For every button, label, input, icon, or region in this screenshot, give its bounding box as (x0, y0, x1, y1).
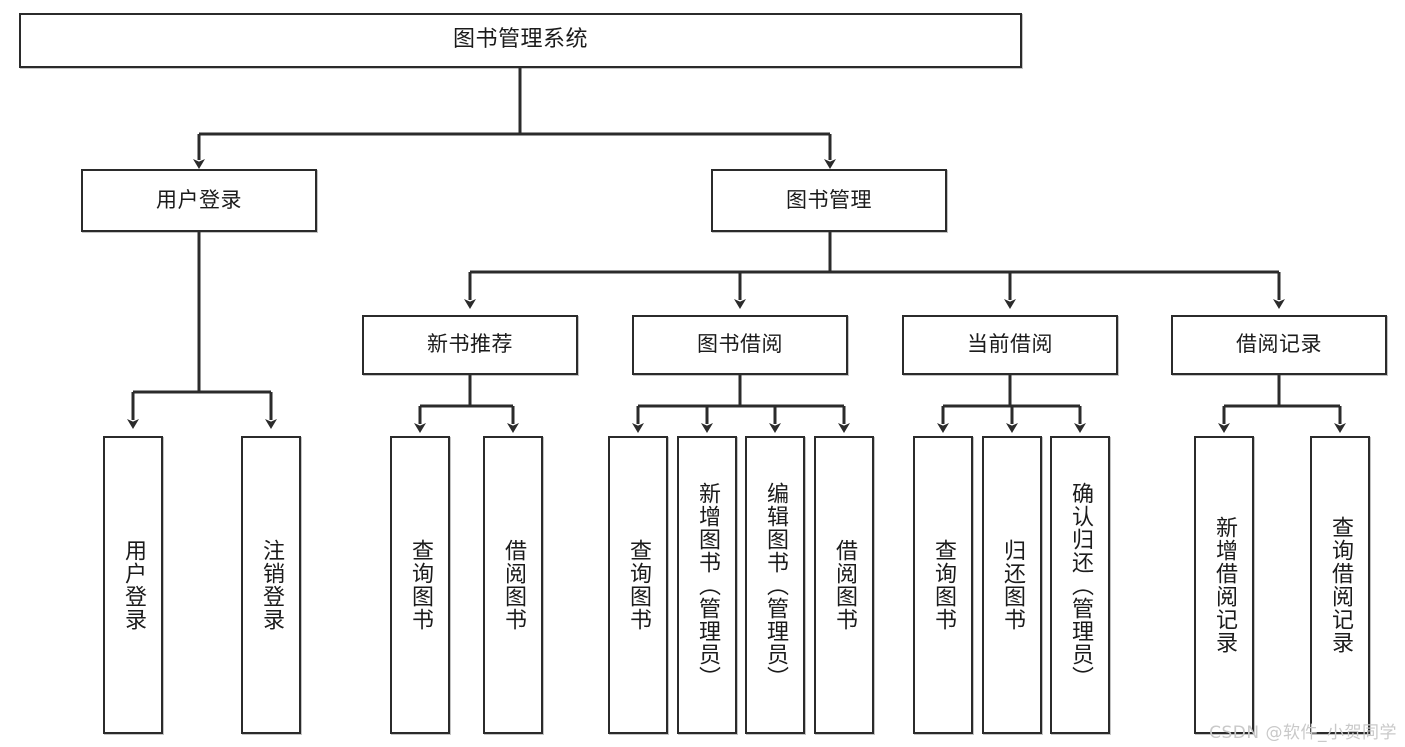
node-user-login-label: 用户登录 (156, 187, 242, 212)
node-leaf-add-book[interactable]: 新增图书（管理员） (677, 436, 737, 734)
node-new-book-rec-label: 新书推荐 (427, 332, 513, 357)
node-leaf-add-record-label: 新增借阅记录 (1211, 516, 1237, 654)
node-leaf-return-book[interactable]: 归还图书 (982, 436, 1042, 734)
node-root-label: 图书管理系统 (452, 27, 588, 53)
node-leaf-add-book-label: 新增图书（管理员） (694, 481, 720, 689)
node-leaf-logout-login-label: 注销登录 (258, 539, 284, 631)
node-new-book-rec[interactable]: 新书推荐 (362, 315, 578, 375)
node-borrow-record[interactable]: 借阅记录 (1171, 315, 1387, 375)
node-leaf-query-record[interactable]: 查询借阅记录 (1310, 436, 1370, 734)
node-leaf-borrow-book-2[interactable]: 借阅图书 (814, 436, 874, 734)
node-leaf-confirm-return-label: 确认归还（管理员） (1067, 481, 1093, 689)
node-leaf-query-book-1[interactable]: 查询图书 (390, 436, 450, 734)
node-current-borrow[interactable]: 当前借阅 (902, 315, 1118, 375)
node-leaf-query-book-2-label: 查询图书 (625, 539, 651, 631)
node-current-borrow-label: 当前借阅 (967, 332, 1053, 357)
node-leaf-query-book-1-label: 查询图书 (407, 539, 433, 631)
node-leaf-return-book-label: 归还图书 (999, 539, 1025, 631)
node-leaf-query-book-2[interactable]: 查询图书 (608, 436, 668, 734)
node-leaf-edit-book-label: 编辑图书（管理员） (762, 481, 788, 689)
node-leaf-query-record-label: 查询借阅记录 (1327, 516, 1353, 654)
node-leaf-edit-book[interactable]: 编辑图书（管理员） (745, 436, 805, 734)
node-borrow-record-label: 借阅记录 (1236, 332, 1322, 357)
node-user-login[interactable]: 用户登录 (81, 169, 317, 232)
node-book-borrow[interactable]: 图书借阅 (632, 315, 848, 375)
node-book-manage[interactable]: 图书管理 (711, 169, 947, 232)
node-leaf-borrow-book-1-label: 借阅图书 (500, 539, 526, 631)
node-leaf-query-book-3-label: 查询图书 (930, 539, 956, 631)
watermark: CSDN @软件_小贺同学 (1209, 723, 1397, 743)
node-root[interactable]: 图书管理系统 (19, 13, 1022, 68)
node-leaf-user-login-label: 用户登录 (120, 539, 146, 631)
node-leaf-borrow-book-2-label: 借阅图书 (831, 539, 857, 631)
node-leaf-logout-login[interactable]: 注销登录 (241, 436, 301, 734)
node-book-manage-label: 图书管理 (786, 187, 872, 212)
node-leaf-confirm-return[interactable]: 确认归还（管理员） (1050, 436, 1110, 734)
node-leaf-query-book-3[interactable]: 查询图书 (913, 436, 973, 734)
node-leaf-user-login[interactable]: 用户登录 (103, 436, 163, 734)
node-leaf-borrow-book-1[interactable]: 借阅图书 (483, 436, 543, 734)
node-book-borrow-label: 图书借阅 (697, 332, 783, 357)
node-leaf-add-record[interactable]: 新增借阅记录 (1194, 436, 1254, 734)
